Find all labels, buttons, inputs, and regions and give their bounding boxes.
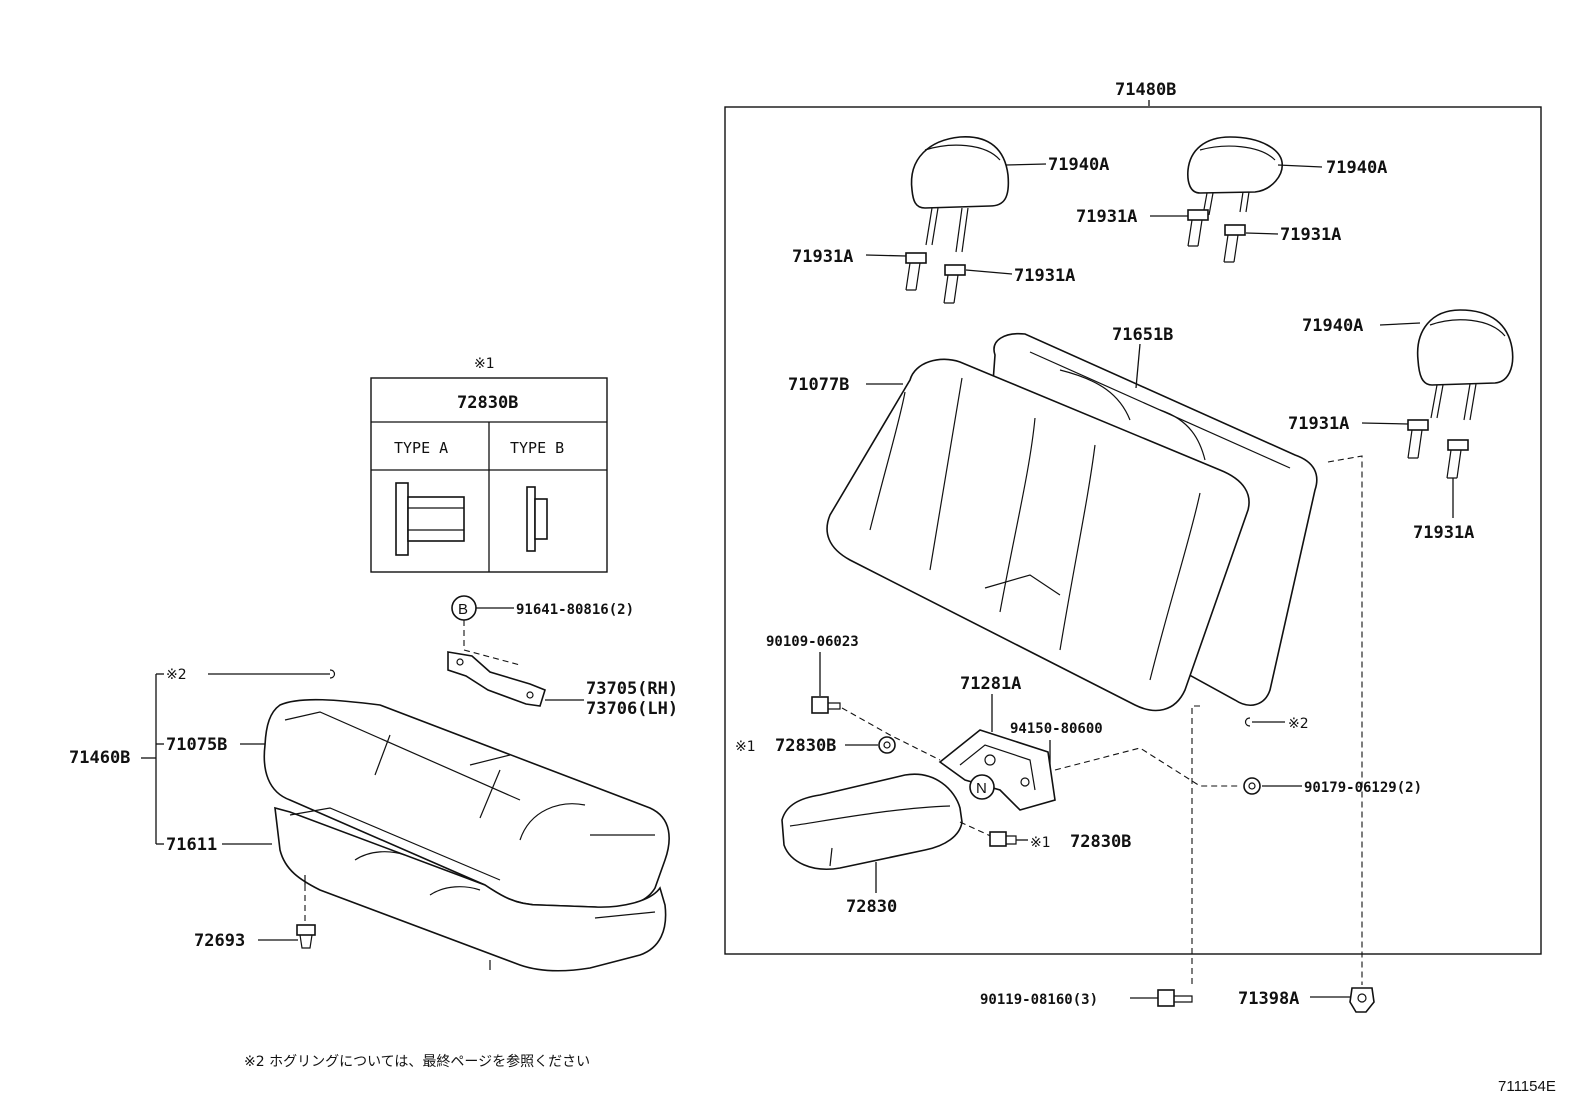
nut[interactable] [1243, 777, 1261, 795]
bolt-b-label: 90119-08160(3) [980, 992, 1098, 1008]
headrest-center-label: 71940A [1302, 316, 1363, 336]
clip-back[interactable] [1349, 987, 1375, 1013]
bolt-a[interactable] [811, 696, 841, 714]
seatback-assembly-frame: 71480B [724, 80, 1542, 955]
bolt-a-label: 90109-06023 [766, 634, 859, 650]
armrest[interactable] [781, 773, 963, 870]
inset-note-mark: ※1 [474, 356, 495, 372]
type-b-label: TYPE B [510, 439, 564, 457]
bushing-a-label: 72830B [775, 736, 836, 756]
support-5[interactable] [1407, 419, 1429, 459]
support-2-label: 71931A [1014, 266, 1075, 286]
support-1-label: 71931A [792, 247, 853, 267]
note2-right-label: ※2 [1288, 716, 1309, 732]
cushion-bracket: 71460B [69, 673, 164, 845]
diagram-code: 711154E [1498, 1078, 1556, 1095]
cushion-assembly-label: 71460B [69, 748, 130, 768]
bushing-type-a-drawing [395, 482, 465, 556]
headrest-right-label: 71940A [1326, 158, 1387, 178]
seat-hinge[interactable] [447, 651, 546, 707]
back-cover-label: 71651B [1112, 325, 1173, 345]
note2-left-label: ※2 [166, 667, 187, 683]
cushion-clip[interactable] [296, 924, 316, 949]
bushing-b-label: 72830B [1070, 832, 1131, 852]
support-4-label: 71931A [1280, 225, 1341, 245]
type-a-label: TYPE A [394, 439, 448, 457]
bolt-b[interactable] [1157, 989, 1193, 1007]
seatback-pad[interactable] [826, 358, 1250, 712]
bushing-type-b-drawing [526, 486, 548, 552]
headrest-center[interactable] [1416, 309, 1514, 421]
note1-a-label: ※1 [735, 739, 756, 755]
support-6[interactable] [1446, 439, 1469, 479]
circle-b-letter: B [458, 601, 468, 618]
inset-part-number: 72830B [457, 393, 518, 413]
footnote-text: ※2 ホグリングについては、最終ページを参照ください [244, 1053, 590, 1070]
support-4[interactable] [1223, 224, 1246, 263]
hinge-screw-label: 94150-80600 [1010, 721, 1103, 737]
support-6-label: 71931A [1413, 523, 1474, 543]
note1-b-label: ※1 [1030, 835, 1051, 851]
support-2[interactable] [943, 264, 966, 304]
cushion-cover-label: 71075B [166, 735, 227, 755]
hog-ring-icon [329, 669, 336, 679]
bushing-a[interactable] [878, 736, 896, 754]
seatback-assembly-label: 71480B [1115, 80, 1176, 100]
hinge-rh-label: 73705(RH) [586, 679, 678, 699]
screw-b-label: 91641-80816(2) [516, 602, 634, 618]
headrest-right[interactable] [1187, 136, 1283, 216]
circle-n-letter: N [976, 780, 987, 797]
circle-n-mark [969, 774, 995, 800]
hog-ring-right-icon [1244, 717, 1251, 727]
clip-back-label: 71398A [1238, 989, 1299, 1009]
headrest-left-label: 71940A [1048, 155, 1109, 175]
armrest-bracket-label: 71281A [960, 674, 1021, 694]
seat-cushion-pad[interactable] [274, 806, 667, 972]
assembly-boundary [724, 106, 1542, 955]
hinge-lh-label: 73706(LH) [586, 699, 678, 719]
armrest-bracket[interactable] [938, 729, 1056, 811]
back-pad-label: 71077B [788, 375, 849, 395]
nut-label: 90179-06129(2) [1304, 780, 1422, 796]
inset-table: ※1 72830B TYPE A TYPE B [370, 356, 608, 573]
support-1[interactable] [905, 252, 927, 291]
armrest-label: 72830 [846, 897, 897, 917]
headrest-left[interactable] [910, 136, 1010, 253]
support-3[interactable] [1187, 209, 1209, 247]
clip-bottom-label: 72693 [194, 931, 245, 951]
support-3-label: 71931A [1076, 207, 1137, 227]
cushion-pad-label: 71611 [166, 835, 217, 855]
support-5-label: 71931A [1288, 414, 1349, 434]
bushing-b[interactable] [989, 831, 1017, 847]
